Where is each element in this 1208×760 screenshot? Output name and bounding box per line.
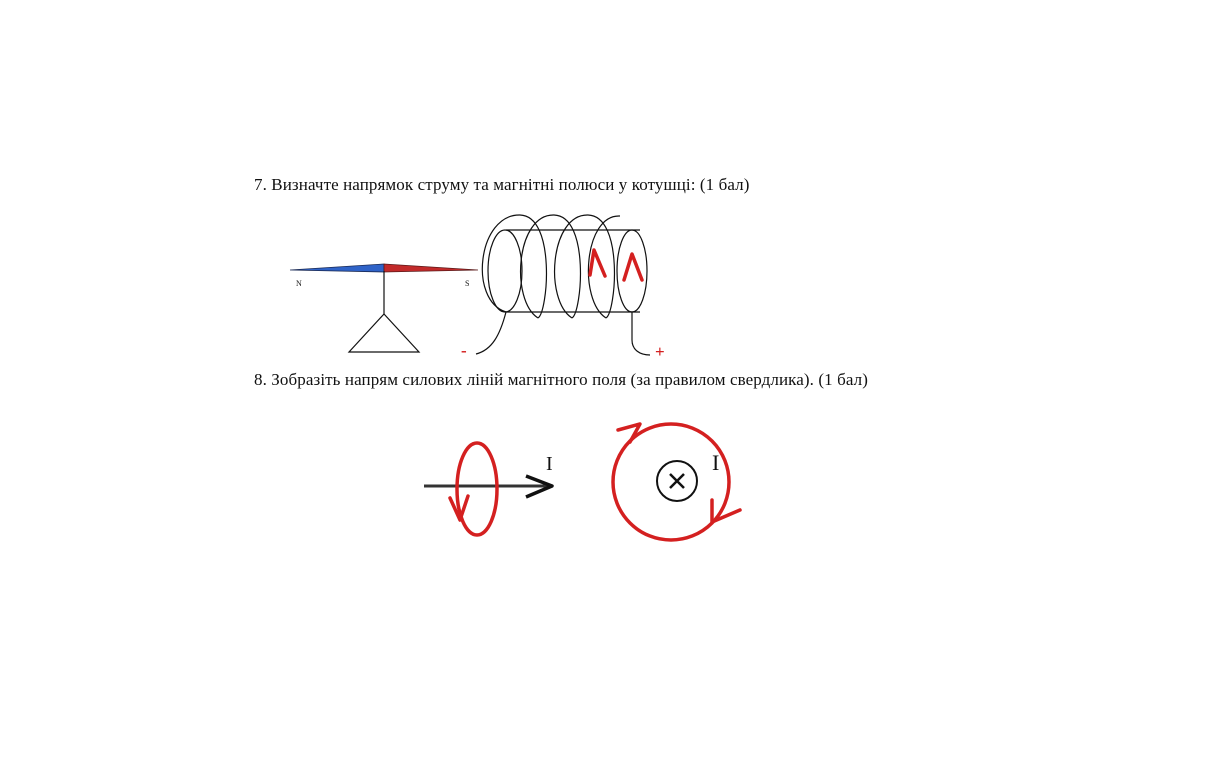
compass-needle-diagram: N S <box>289 263 479 353</box>
coil-lead-right <box>631 312 651 356</box>
coil-turn-1 <box>481 214 548 319</box>
coil-lead-left <box>475 311 507 355</box>
perpendicular-wire-diagram: I <box>611 422 742 542</box>
field-circle-arrow-bottom <box>710 498 742 524</box>
coil-plus-terminal: + <box>655 342 665 361</box>
perpendicular-wire-current-label: I <box>712 450 719 475</box>
coil-turn-2 <box>520 214 582 319</box>
conductor-cross-section <box>656 460 698 502</box>
straight-wire-diagram: I <box>424 441 554 537</box>
current-arrow-2 <box>622 252 644 282</box>
needle-north-half <box>289 263 385 273</box>
current-arrow-1 <box>588 248 607 278</box>
straight-wire-current-label: I <box>546 453 553 475</box>
question-7-text: 7. Визначте напрямок струму та магнітні … <box>254 175 750 194</box>
needle-south-half <box>383 263 479 273</box>
coil-diagram <box>475 214 651 356</box>
current-into-page-icon <box>669 473 685 489</box>
question-8-text: 8. Зобразіть напрям силових ліній магніт… <box>254 370 868 389</box>
coil-minus-terminal: - <box>461 341 467 360</box>
coil-right-face <box>616 229 648 313</box>
wire-current-arrowhead <box>525 474 554 499</box>
coil-left-face <box>487 229 523 313</box>
field-circle <box>611 422 731 542</box>
coil-current-arrows <box>588 248 644 282</box>
coil-turn-3 <box>554 214 616 319</box>
field-circle-arrow-top <box>616 422 642 444</box>
needle-north-label: N <box>296 279 302 288</box>
field-line-loop <box>455 441 499 537</box>
needle-south-label: S <box>465 279 469 288</box>
coil-turn-4 <box>587 215 621 319</box>
compass-stand-base <box>347 313 421 353</box>
field-line-arrow <box>448 494 470 522</box>
